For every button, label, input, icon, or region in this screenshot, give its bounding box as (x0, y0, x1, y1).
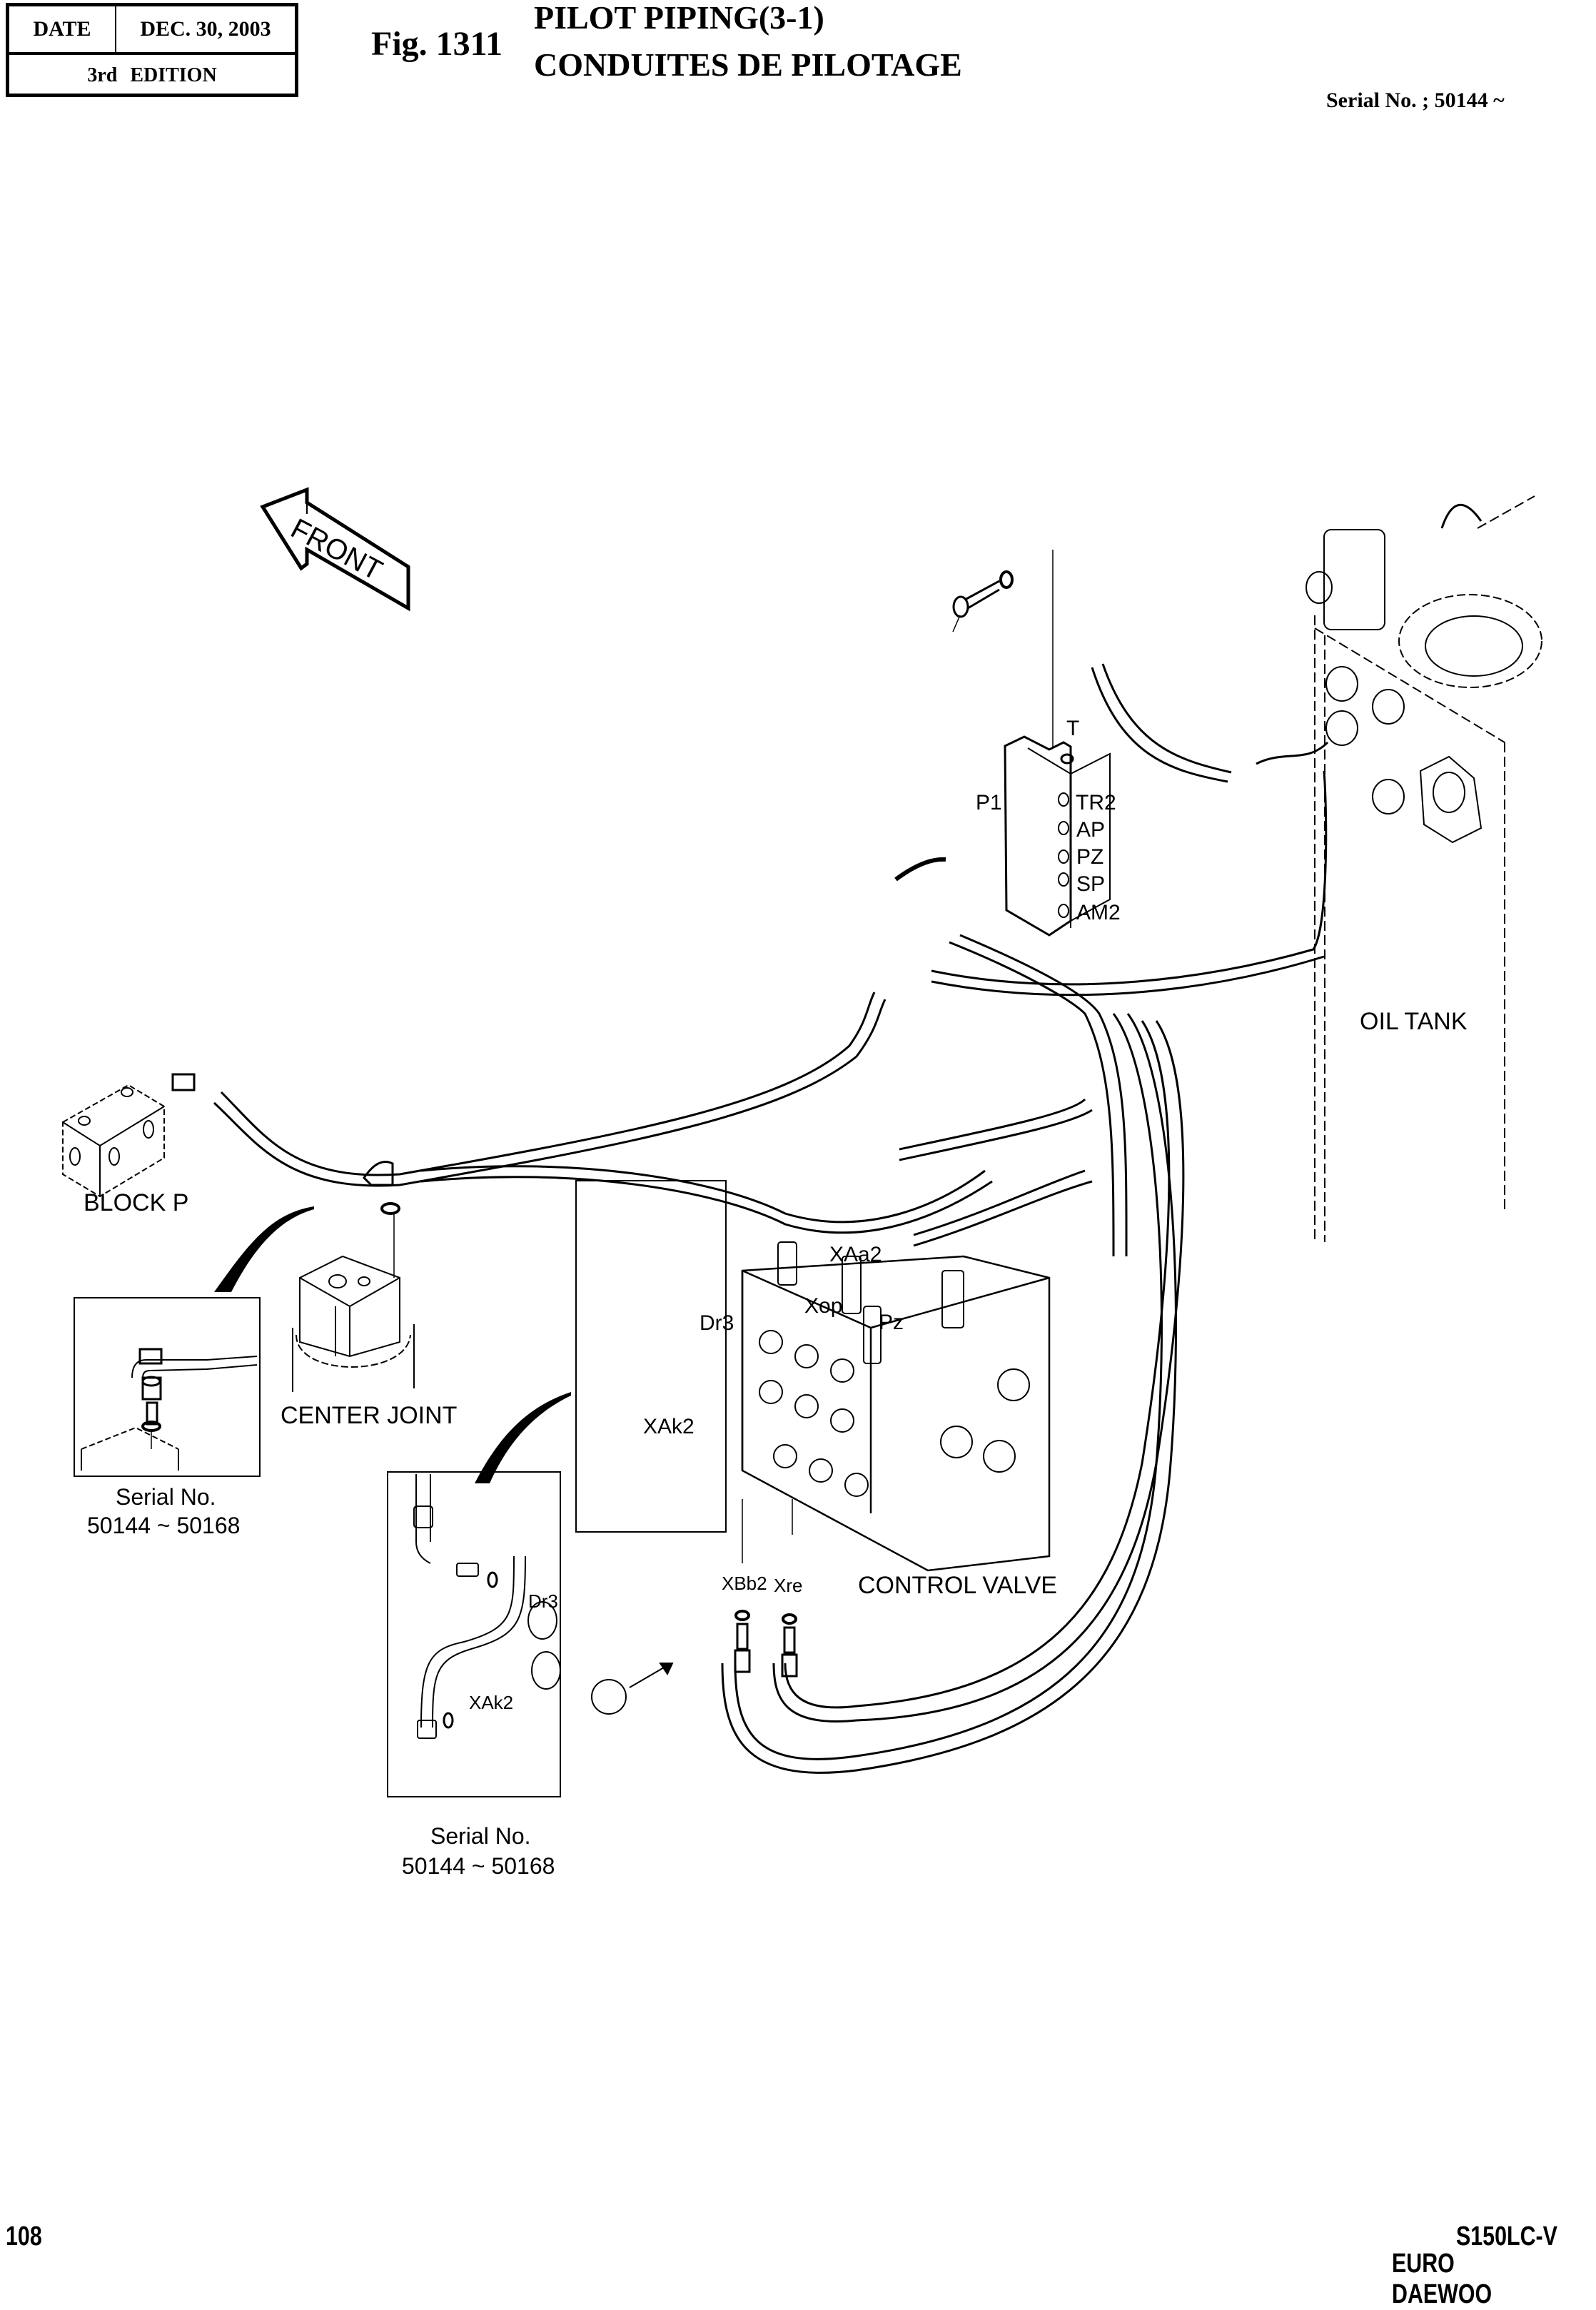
port-label-xop: Xop (804, 1294, 843, 1318)
inset2-serial-label: Serial No. (430, 1823, 531, 1849)
block-p (62, 1073, 196, 1198)
date-label: DATE (9, 6, 116, 52)
port-label-pz: PZ (1076, 845, 1104, 869)
oil-tank-outline (1305, 495, 1542, 1242)
date-edition-box: DATE DEC. 30, 2003 3rd EDITION (6, 3, 298, 97)
detail-callout-icon (591, 1663, 674, 1715)
port-label-xbb2: XBb2 (722, 1573, 767, 1594)
inset1-serial-range: 50144 ~ 50168 (87, 1513, 241, 1538)
front-arrow-icon (260, 487, 410, 612)
port-fittings (734, 1610, 798, 1678)
port-label-dr3: Dr3 (699, 1311, 734, 1335)
port-label-xaa2: XAa2 (829, 1243, 882, 1266)
port-label-sp: SP (1076, 872, 1106, 896)
pilot-hoses (213, 663, 1329, 1774)
control-valve-label: CONTROL VALVE (858, 1572, 1057, 1599)
page-number: 108 (6, 2221, 42, 2251)
serial-number-range: Serial No. ; 50144 ~ (1326, 89, 1505, 112)
port-label-pz-valve: Pz (879, 1311, 904, 1334)
page-title-french: CONDUITES DE PILOTAGE (534, 46, 962, 83)
callout-arrow-2 (475, 1392, 571, 1483)
inset-control-valve-early (387, 1471, 561, 1797)
inset2-port-xak2: XAk2 (469, 1692, 514, 1713)
figure-number: Fig. 1311 (371, 25, 503, 63)
edition-label: EDITION (130, 64, 217, 86)
control-valve-body (741, 1241, 1051, 1572)
model-number: S150LC-V (1456, 2221, 1557, 2251)
port-label-am2: AM2 (1076, 901, 1121, 924)
port-label-tr2: TR2 (1076, 791, 1116, 814)
brand-name: EURO DAEWOO (1392, 2249, 1493, 2309)
inset1-serial-label: Serial No. (116, 1484, 216, 1510)
port-label-t: T (1066, 717, 1080, 740)
center-joint-label: CENTER JOINT (281, 1402, 458, 1429)
callout-arrow-1 (214, 1206, 314, 1292)
detail-region-box (575, 1180, 727, 1533)
inset-center-joint-early (74, 1297, 261, 1477)
pilot-manifold-block (894, 735, 1111, 937)
block-p-label: BLOCK P (84, 1189, 189, 1216)
date-value: DEC. 30, 2003 (140, 17, 271, 41)
page-title-english: PILOT PIPING(3-1) (534, 0, 824, 36)
port-label-xre: Xre (774, 1575, 803, 1596)
inset2-serial-range: 50144 ~ 50168 (402, 1853, 555, 1879)
port-label-xak2: XAk2 (643, 1415, 695, 1438)
oil-tank-label: OIL TANK (1360, 1008, 1468, 1035)
port-label-ap: AP (1076, 818, 1106, 842)
port-label-p1: P1 (976, 791, 1002, 814)
center-joint (292, 1161, 415, 1392)
edition-number: 3rd (87, 64, 118, 86)
inset2-port-dr3: Dr3 (528, 1590, 558, 1612)
